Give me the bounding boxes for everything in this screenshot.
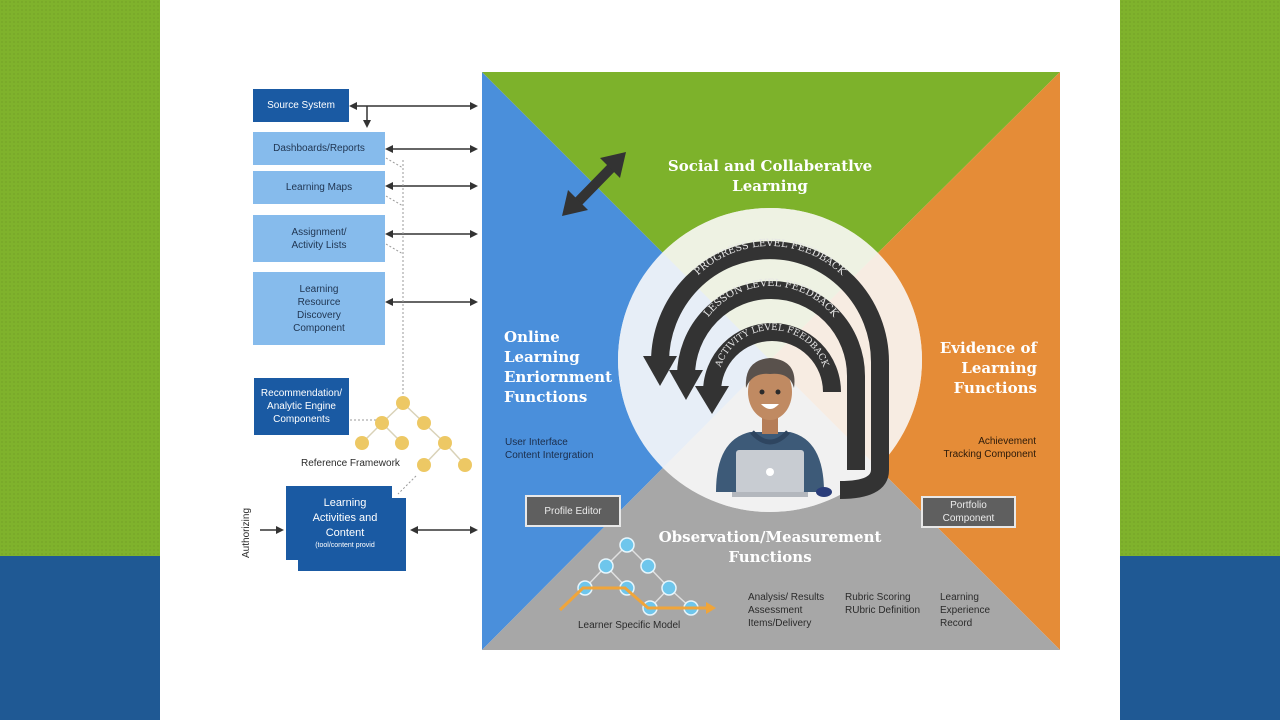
dashboards-reports-box[interactable]: Dashboards/Reports bbox=[253, 132, 385, 165]
title-line: Online bbox=[504, 328, 560, 346]
recommendation-label-line: Analytic Engine bbox=[267, 401, 336, 412]
reference-framework-label: Reference Framework bbox=[301, 458, 400, 469]
item-user-interface: User Interface bbox=[505, 437, 568, 448]
item-achievement: Achievement bbox=[978, 436, 1036, 447]
source-system-label: Source System bbox=[267, 100, 335, 111]
mouse-icon bbox=[816, 487, 832, 497]
title-line: Observation/Measurement bbox=[658, 528, 882, 546]
profile-editor-label: Profile Editor bbox=[544, 505, 602, 517]
dashboards-reports-label: Dashboards/Reports bbox=[273, 143, 365, 154]
activity-arrowhead bbox=[695, 386, 729, 414]
activity-arc bbox=[703, 323, 841, 393]
authorizing-label: Authorizing bbox=[241, 507, 252, 558]
item-content-integration: Content Intergration bbox=[505, 450, 594, 461]
learner-model-label: Learner Specific Model bbox=[578, 620, 681, 631]
item-assessment: Assessment bbox=[748, 605, 803, 616]
learning-maps-label: Learning Maps bbox=[285, 182, 353, 193]
online-learning-title: Online Learning Enriornment Functions bbox=[504, 327, 612, 407]
evidence-learning-title: Evidence of Learning Functions bbox=[900, 338, 1037, 398]
title-line: Evidence of bbox=[939, 339, 1037, 357]
observation-measurement-title: Observation/Measurement Functions bbox=[640, 527, 900, 567]
evidence-items: Achievement Tracking Component bbox=[920, 435, 1036, 461]
background-green-left bbox=[0, 0, 160, 556]
progress-arc bbox=[651, 241, 889, 499]
item-record: Record bbox=[940, 618, 973, 629]
activities-label-line: Activities and bbox=[312, 512, 378, 524]
title-line: Learning bbox=[504, 348, 580, 366]
observation-col1: Analysis/ Results Assessment Items/Deliv… bbox=[748, 591, 824, 630]
assignment-activity-box[interactable]: Assignment/ Activity Lists bbox=[253, 215, 385, 262]
item-items-delivery: Items/Delivery bbox=[748, 618, 812, 629]
reference-framework-tree bbox=[355, 396, 472, 472]
recommendation-engine-box[interactable]: Recommendation/ Analytic Engine Componen… bbox=[254, 378, 349, 435]
assignment-label-line: Assignment/ bbox=[291, 226, 347, 238]
recommendation-label-line: Recommendation/ bbox=[260, 388, 343, 399]
observation-col2: Rubric Scoring RUbric Definition bbox=[845, 591, 920, 617]
learning-activities-box[interactable]: Learning Activities and Content (tool/co… bbox=[286, 486, 392, 560]
double-arrow-icon bbox=[562, 152, 626, 216]
learner-path-arrow bbox=[558, 586, 710, 612]
item-rubric-scoring: Rubric Scoring bbox=[845, 592, 911, 603]
background-green-right bbox=[1120, 0, 1280, 556]
portfolio-label-line: Portfolio bbox=[950, 500, 987, 511]
assignment-label-line: Activity Lists bbox=[291, 239, 347, 251]
online-learning-items: User Interface Content Intergration bbox=[505, 436, 593, 462]
learner-model-tree bbox=[558, 537, 716, 616]
title-line: Functions bbox=[504, 388, 588, 406]
background-blue-right bbox=[1120, 556, 1280, 720]
activities-label-line: Learning bbox=[323, 497, 367, 509]
title-line: Functions bbox=[953, 379, 1037, 397]
item-experience: Experience bbox=[940, 605, 991, 616]
resource-label-line: Resource bbox=[297, 296, 341, 308]
resource-label-line: Learning bbox=[299, 283, 339, 295]
title-line: Learning bbox=[961, 359, 1037, 377]
portfolio-component-button[interactable]: Portfolio Component bbox=[921, 496, 1016, 528]
learner-figure bbox=[716, 358, 832, 497]
item-rubric-definition: RUbric Definition bbox=[845, 605, 921, 616]
progress-arrowhead bbox=[643, 356, 677, 386]
title-line: Learning bbox=[732, 177, 808, 195]
source-system-box[interactable]: Source System bbox=[253, 89, 349, 122]
background-blue-left bbox=[0, 556, 160, 720]
observation-col3: Learning Experience Record bbox=[940, 591, 990, 630]
title-line: Functions bbox=[728, 548, 812, 566]
title-line: Enriornment bbox=[504, 368, 613, 386]
portfolio-label-line: Component bbox=[942, 513, 995, 524]
activities-label-line: Content bbox=[325, 527, 365, 539]
resource-discovery-box[interactable]: Learning Resource Discovery Component bbox=[253, 272, 385, 345]
activities-sub-label: (tool/content provid bbox=[315, 542, 375, 549]
lesson-arc bbox=[677, 281, 865, 470]
social-learning-title: Social and Collaberatlve Learning bbox=[640, 156, 900, 196]
item-tracking-component: Tracking Component bbox=[943, 449, 1036, 460]
profile-editor-button[interactable]: Profile Editor bbox=[525, 495, 621, 527]
lesson-arrowhead bbox=[669, 370, 703, 400]
resource-label-line: Discovery bbox=[297, 309, 341, 321]
item-learning: Learning bbox=[940, 592, 979, 603]
item-analysis-results: Analysis/ Results bbox=[748, 592, 825, 603]
resource-label-line: Component bbox=[293, 322, 345, 334]
recommendation-label-line: Components bbox=[273, 414, 330, 425]
feedback-arcs bbox=[651, 241, 889, 499]
dotted-connectors bbox=[350, 157, 417, 495]
learning-maps-box[interactable]: Learning Maps bbox=[253, 171, 385, 204]
title-line: Social and Collaberatlve bbox=[667, 157, 873, 175]
